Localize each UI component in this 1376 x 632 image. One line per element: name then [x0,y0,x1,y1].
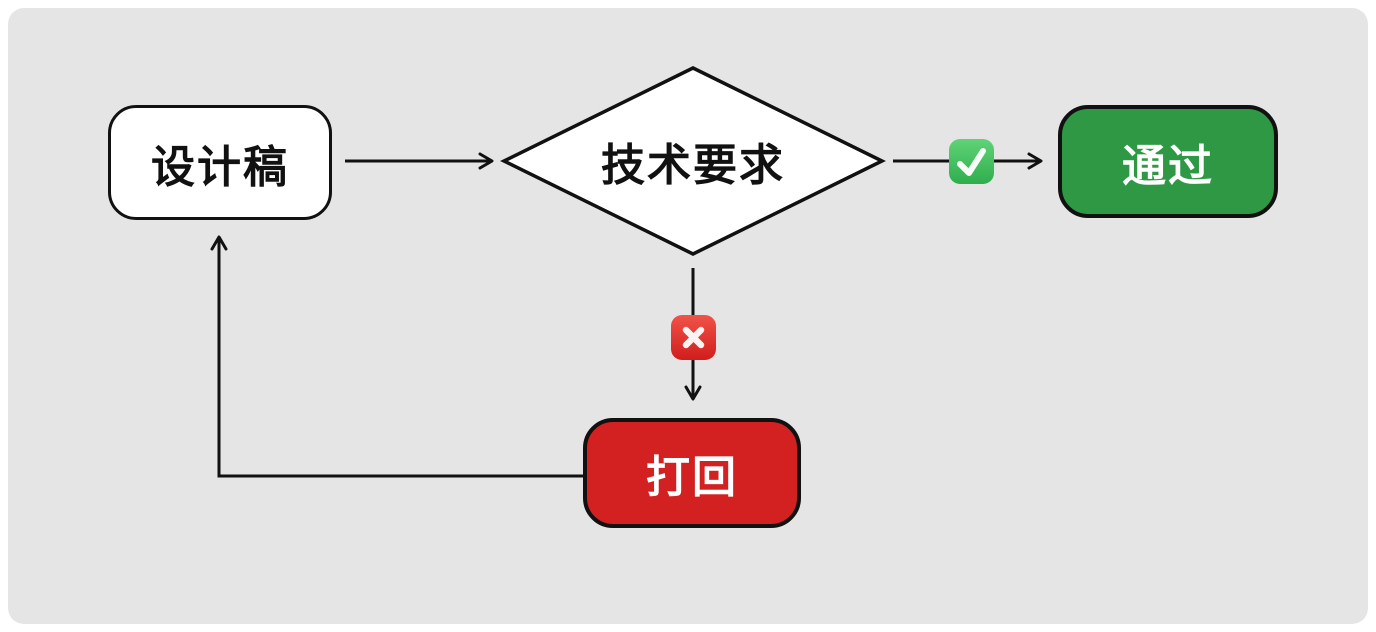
node-reject: 打回 [583,418,801,528]
cross-mark-button-icon [670,314,717,361]
node-design-draft-label: 设计稿 [151,142,289,192]
edge-reject-to-design [210,235,583,478]
node-reject-label: 打回 [646,453,738,502]
node-design-draft: 设计稿 [108,105,332,220]
node-pass-label: 通过 [1122,141,1214,191]
node-pass: 通过 [1058,105,1278,218]
node-decision: 技术要求 [504,68,882,254]
node-decision-label: 技术要求 [601,141,785,190]
decision-diamond-shape [500,66,886,256]
check-mark-button-icon [948,138,995,185]
